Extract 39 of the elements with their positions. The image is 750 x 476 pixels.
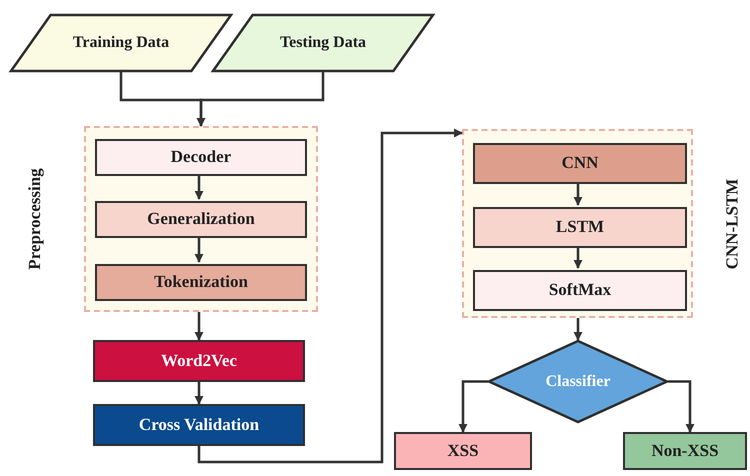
process-box bbox=[473, 207, 687, 248]
process-box bbox=[623, 432, 747, 470]
node-label: Word2Vec bbox=[161, 352, 237, 370]
node-label: Training Data bbox=[72, 34, 170, 52]
process-box bbox=[473, 270, 687, 311]
node-label: Non-XSS bbox=[651, 442, 719, 460]
process-box bbox=[95, 139, 307, 176]
arrow bbox=[574, 182, 582, 206]
node-label: Cross Validation bbox=[138, 416, 260, 434]
node-label: XSS bbox=[447, 442, 479, 460]
arrow bbox=[574, 318, 582, 341]
arrow bbox=[194, 382, 204, 405]
arrow bbox=[194, 174, 204, 200]
node-label: Tokenization bbox=[154, 273, 248, 292]
decision-diamond bbox=[488, 340, 668, 423]
node-label: LSTM bbox=[556, 218, 604, 237]
arrow bbox=[668, 380, 694, 433]
data-parallelogram bbox=[212, 14, 434, 72]
arrow bbox=[196, 72, 324, 127]
process-box bbox=[394, 432, 532, 470]
process-box bbox=[93, 340, 305, 382]
process-box bbox=[473, 143, 687, 184]
node-label: Decoder bbox=[170, 148, 232, 167]
group-heading: Preprocessing bbox=[25, 168, 45, 270]
node-label: SoftMax bbox=[548, 281, 612, 300]
arrow bbox=[458, 380, 488, 433]
process-box bbox=[95, 264, 307, 301]
data-parallelogram bbox=[10, 14, 232, 72]
arrow bbox=[194, 312, 204, 341]
node-label: Classifier bbox=[546, 372, 610, 390]
node-label: CNN bbox=[562, 154, 598, 173]
arrow bbox=[574, 246, 582, 269]
process-box bbox=[93, 404, 305, 446]
arrow bbox=[198, 128, 463, 464]
group-heading: CNN-LSTM bbox=[723, 178, 743, 269]
process-box bbox=[95, 201, 307, 238]
arrow bbox=[194, 236, 204, 263]
node-label: Generalization bbox=[147, 210, 255, 229]
node-label: Testing Data bbox=[280, 34, 366, 52]
